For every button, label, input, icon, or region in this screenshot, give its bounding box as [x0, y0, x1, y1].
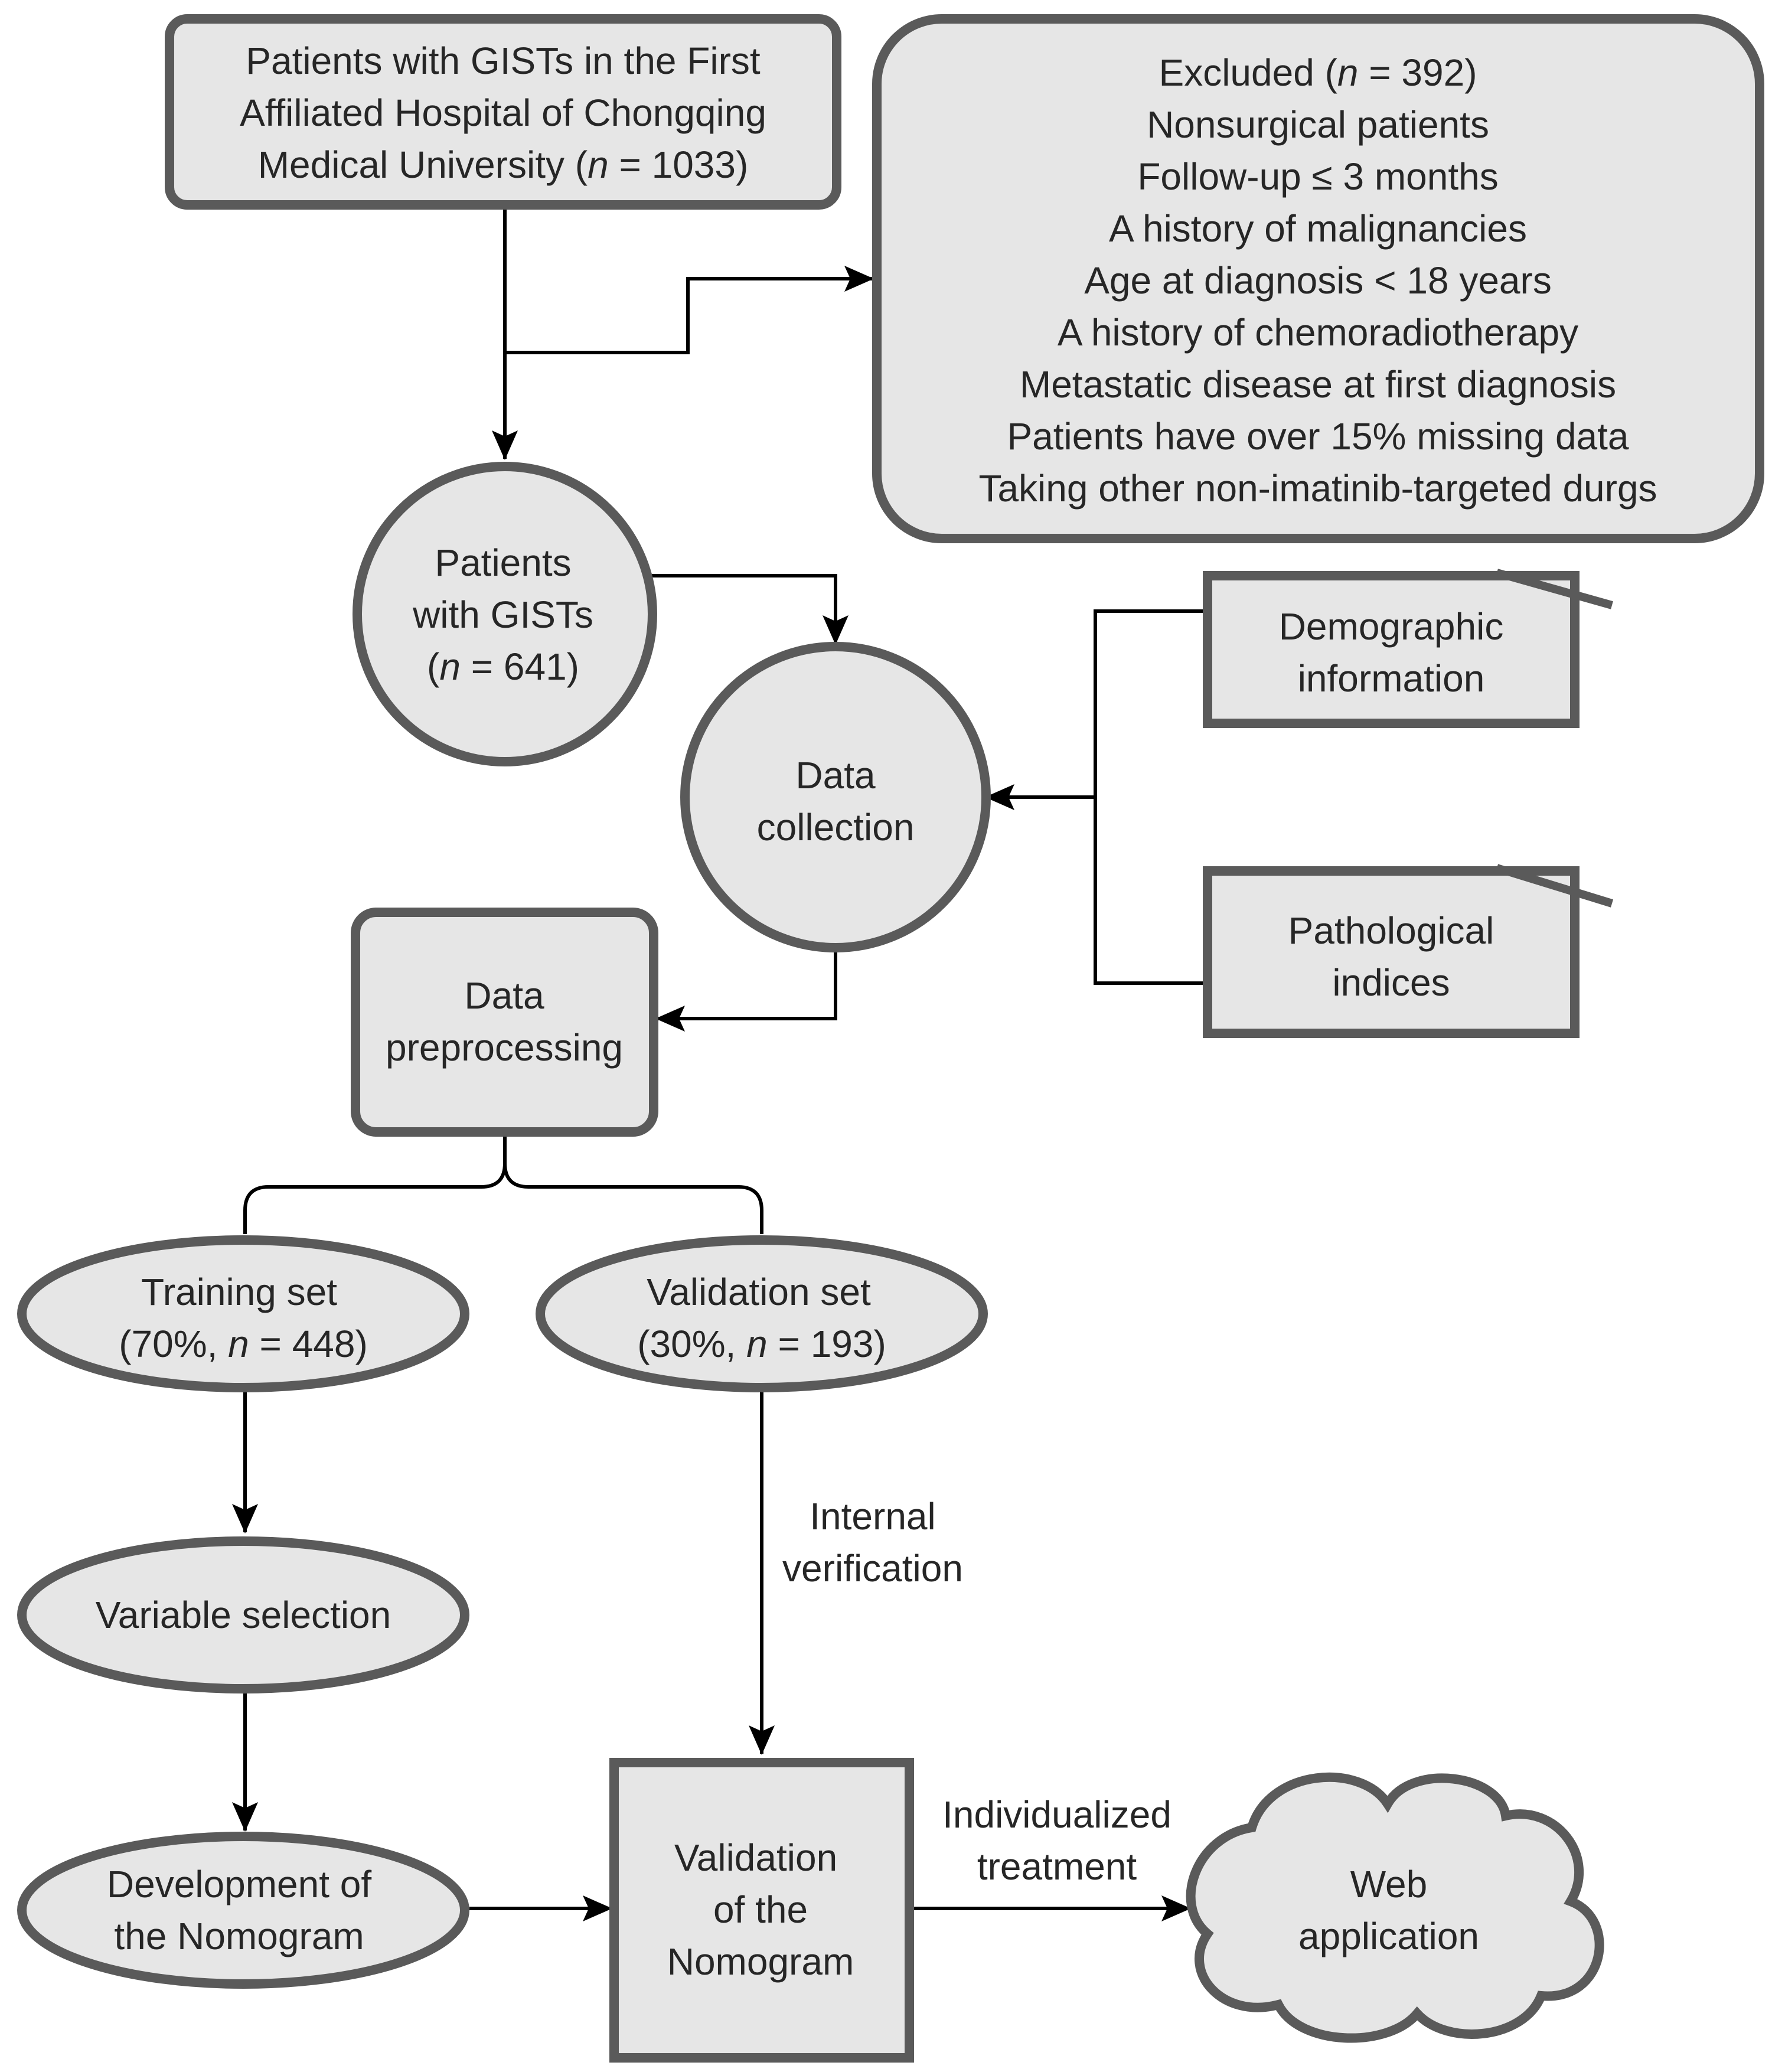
source-line-1: Patients with GISTs in the First	[246, 40, 761, 82]
data-collection-line-2: collection	[757, 806, 915, 849]
pathological-line-2: indices	[1332, 961, 1450, 1004]
edge-demographic-bracket	[1094, 609, 1203, 985]
preprocessing-line-2: preprocessing	[386, 1026, 623, 1069]
training-ellipse	[17, 1235, 469, 1392]
development-ellipse	[17, 1832, 469, 1989]
data-collection-circle	[680, 642, 991, 952]
validation-nomogram-line-3: Nomogram	[667, 1940, 854, 1983]
pathological-line-1: Pathological	[1288, 909, 1494, 952]
validation-nomogram-line-2: of the	[713, 1888, 808, 1931]
development-line-1: Development of	[107, 1863, 371, 1905]
excluded-criterion: Age at diagnosis < 18 years	[1084, 259, 1552, 302]
data-collection-line-1: Data	[795, 754, 876, 797]
patients-circle	[353, 462, 657, 766]
internal-verification-line-1: Internal	[810, 1495, 935, 1538]
excluded-criterion: Taking other non-imatinib-targeted durgs	[978, 467, 1657, 510]
validation-set-line-1: Validation set	[647, 1271, 871, 1313]
validation-nomogram-line-1: Validation	[674, 1836, 837, 1879]
patients-line-1: Patients	[435, 541, 571, 584]
training-line-2: (70%, n = 448)	[119, 1323, 368, 1365]
excluded-criterion: Metastatic disease at first diagnosis	[1020, 363, 1616, 406]
edges	[232, 207, 1203, 1921]
excluded-criterion: Follow-up ≤ 3 months	[1137, 155, 1498, 198]
nodes	[17, 14, 1764, 2063]
edge-source-to-excluded	[505, 266, 874, 354]
web-app-cloud	[1186, 1772, 1604, 2043]
demographic-box	[1203, 569, 1613, 728]
patients-line-3: (n = 641)	[427, 645, 579, 688]
excluded-criterion: A history of malignancies	[1109, 207, 1527, 250]
labels: Patients with GISTs in the First Affilia…	[96, 40, 1657, 1983]
patients-line-2: with GISTs	[412, 593, 593, 636]
excluded-criterion: Patients have over 15% missing data	[1007, 415, 1629, 458]
validation-set-line-2: (30%, n = 193)	[637, 1323, 886, 1365]
training-line-1: Training set	[141, 1271, 337, 1313]
source-line-3: Medical University (n = 1033)	[258, 143, 749, 186]
demographic-line-1: Demographic	[1279, 605, 1504, 648]
preprocessing-line-1: Data	[464, 974, 544, 1017]
variable-selection-label: Variable selection	[96, 1594, 391, 1636]
validation-set-ellipse	[536, 1235, 988, 1392]
preprocessing-box	[351, 908, 658, 1137]
individualized-treatment-line-2: treatment	[977, 1845, 1137, 1888]
internal-verification-line-2: verification	[782, 1547, 963, 1590]
edge-patients-to-collection	[650, 574, 849, 645]
source-line-2: Affiliated Hospital of Chongqing	[240, 92, 766, 134]
demographic-line-2: information	[1298, 657, 1485, 700]
individualized-treatment-line-1: Individualized	[942, 1793, 1171, 1836]
excluded-box	[872, 14, 1764, 543]
source-box	[165, 14, 841, 210]
pathological-box	[1203, 864, 1614, 1038]
excluded-criterion: Nonsurgical patients	[1147, 103, 1489, 146]
development-line-2: the Nomogram	[114, 1915, 364, 1957]
edge-split-brace	[243, 1137, 763, 1234]
web-app-line-1: Web	[1350, 1863, 1427, 1905]
excluded-criterion: A history of chemoradiotherapy	[1058, 311, 1578, 354]
web-app-line-2: application	[1298, 1915, 1479, 1957]
validation-nomogram-box	[609, 1758, 914, 2063]
edge-collection-to-preprocessing	[655, 948, 837, 1032]
variable-selection-ellipse	[17, 1536, 469, 1694]
excluded-title: Excluded (n = 392)	[1159, 51, 1477, 94]
